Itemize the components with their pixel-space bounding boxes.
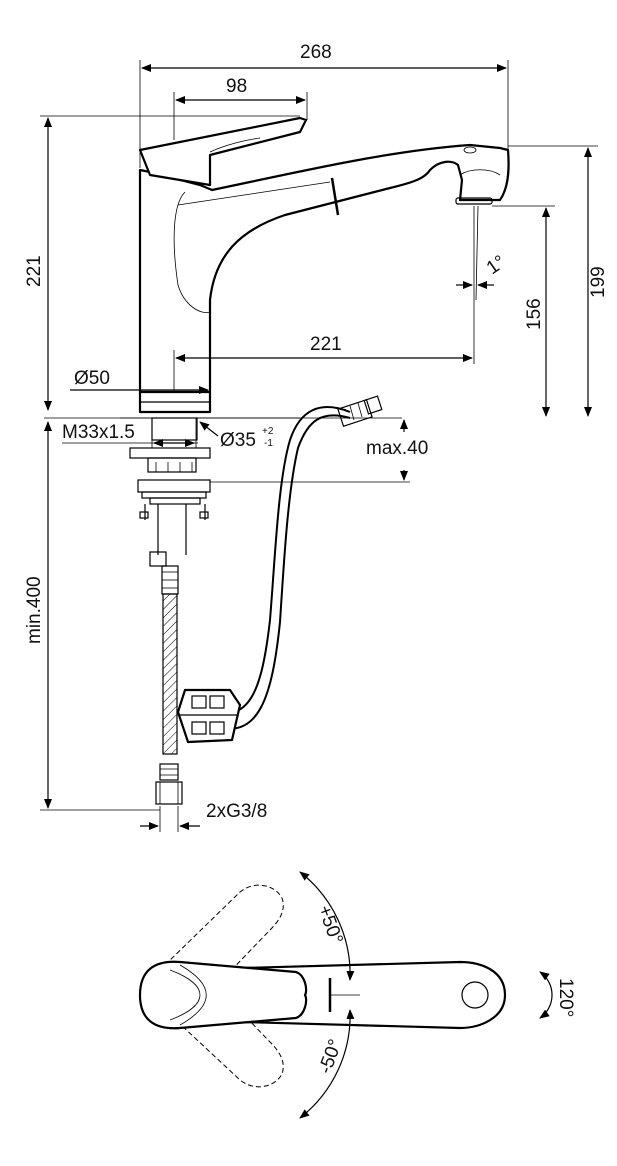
angle-lever-right: -50° (315, 1037, 347, 1077)
tap-body (138, 143, 510, 394)
mounting-hardware (62, 417, 211, 805)
dim-aerator-height: 199 (588, 266, 609, 298)
dim-connections: 2xG3/8 (206, 801, 267, 822)
dim-outlet-height: 156 (524, 298, 545, 330)
dim-spout-angle: 1° (483, 251, 510, 279)
angle-swivel: 120° (555, 978, 576, 1017)
dim-overall-width: 268 (300, 42, 332, 63)
pullout-hose (176, 395, 383, 744)
dim-hole-tol-minus: -1 (264, 438, 273, 449)
lever (138, 116, 308, 187)
dim-deck-thickness: max.40 (366, 438, 428, 459)
dim-base-diameter: Ø50 (74, 368, 110, 389)
tap-side-view (138, 116, 510, 414)
dim-total-height: 221 (24, 255, 45, 287)
angle-dimensions (299, 871, 553, 1119)
dimension-lines (40, 60, 598, 832)
angle-lever-left: +50° (313, 903, 346, 948)
braided-hose (162, 593, 178, 755)
dim-hose-length: min.400 (24, 576, 45, 644)
dim-thread: M33x1.5 (62, 422, 135, 443)
dim-spout-reach: 221 (310, 334, 342, 355)
dim-hole-diameter: Ø35 (220, 430, 256, 451)
dim-lever-reach: 98 (226, 76, 247, 97)
dim-hole-tol-plus: +2 (262, 426, 274, 437)
g38-connector (155, 781, 183, 805)
